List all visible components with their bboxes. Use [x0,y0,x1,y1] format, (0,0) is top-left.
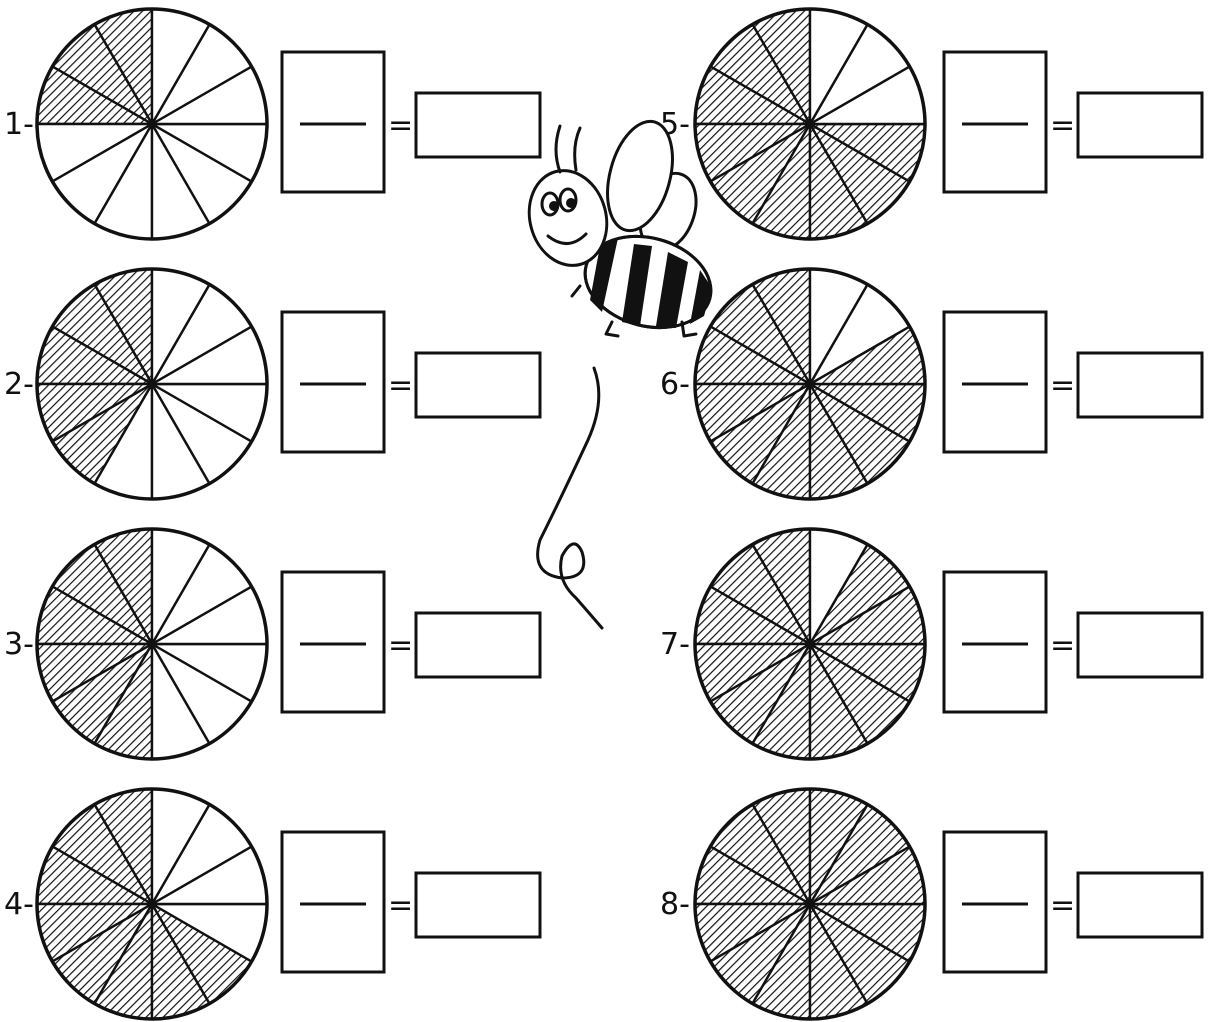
equals-sign: = [388,368,413,403]
problems-group: 1-=2-=3-=4-=5-=6-=7-=8-= [4,9,1202,1019]
answer-box[interactable] [1078,873,1202,937]
center-dot [805,899,815,909]
fraction-circle [695,269,925,499]
fraction-answer-box[interactable] [282,312,384,452]
center-dot [805,119,815,129]
fraction-circle [695,529,925,759]
problem-6: 6- = [660,269,1202,499]
problem-number: 1- [4,107,34,142]
problem-4: 4- = [4,789,540,1019]
problem-8: 8- = [660,789,1202,1019]
center-dot [805,639,815,649]
answer-box[interactable] [416,873,540,937]
fraction-answer-box[interactable] [282,572,384,712]
fraction-answer-box[interactable] [944,572,1046,712]
fraction-circle [695,789,925,1019]
center-dot [147,379,157,389]
equals-sign: = [388,628,413,663]
center-dot [805,379,815,389]
equals-sign: = [1050,628,1075,663]
center-dot [147,639,157,649]
problem-number: 2- [4,367,34,402]
answer-box[interactable] [1078,353,1202,417]
fraction-circle [37,269,267,499]
answer-box[interactable] [416,613,540,677]
fraction-answer-box[interactable] [944,312,1046,452]
fraction-answer-box[interactable] [282,52,384,192]
equals-sign: = [1050,108,1075,143]
problem-number: 7- [660,627,690,662]
problem-number: 6- [660,367,690,402]
problem-number: 4- [4,887,34,922]
equals-sign: = [1050,368,1075,403]
bee-icon [519,114,721,628]
center-dot [147,899,157,909]
fraction-circle [37,789,267,1019]
fraction-circle [695,9,925,239]
fraction-answer-box[interactable] [944,52,1046,192]
problem-3: 3- = [4,529,540,759]
fraction-answer-box[interactable] [944,832,1046,972]
answer-box[interactable] [1078,93,1202,157]
problem-number: 8- [660,887,690,922]
equals-sign: = [1050,888,1075,923]
problem-1: 1- = [4,9,540,239]
problem-number: 3- [4,627,34,662]
equals-sign: = [388,888,413,923]
fraction-circle [37,529,267,759]
problem-5: 5-= [660,9,1202,239]
answer-box[interactable] [416,353,540,417]
answer-box[interactable] [1078,613,1202,677]
center-dot [147,119,157,129]
fraction-circle [37,9,267,239]
answer-box[interactable] [416,93,540,157]
fraction-answer-box[interactable] [282,832,384,972]
equals-sign: = [388,108,413,143]
problem-2: 2- = [4,269,540,499]
problem-7: 7- = [660,529,1202,759]
